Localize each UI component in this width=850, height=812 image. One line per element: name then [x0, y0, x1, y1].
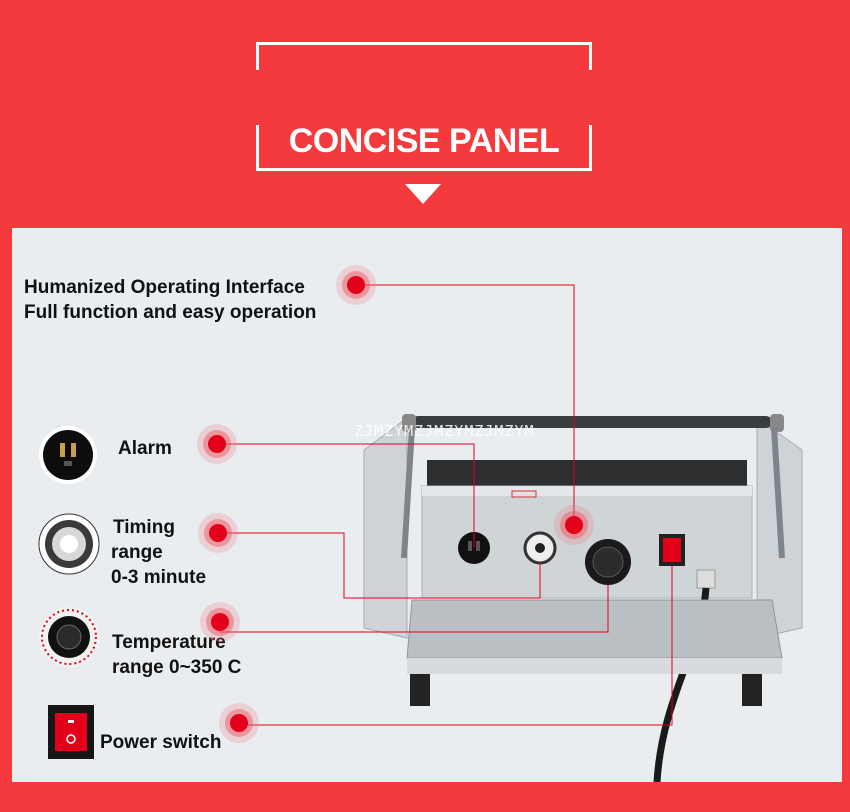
alarm-socket-icon	[39, 426, 97, 484]
temperature-knob-icon	[39, 607, 99, 667]
machine-illustration	[218, 284, 803, 782]
callout-dot-power	[230, 714, 248, 732]
callout-dot-panel	[565, 516, 583, 534]
header-frame-top	[256, 42, 592, 70]
temperature-range: range 0~350 C	[112, 657, 242, 678]
power-switch-label: Power switch	[100, 732, 222, 753]
watermark: ZJMZYMZJMZYMZJMZYM	[354, 422, 535, 440]
timing-range-label: range	[111, 542, 163, 563]
interface-subtitle: Full function and easy operation	[24, 302, 317, 323]
power-switch-icon	[48, 705, 94, 759]
timer-knob-icon	[38, 513, 100, 575]
timing-title: Timing	[113, 517, 175, 538]
alarm-label: Alarm	[118, 438, 172, 459]
temperature-title: Temperature	[112, 632, 226, 653]
callout-dot-temperature	[211, 613, 229, 631]
down-arrow-icon	[405, 184, 441, 204]
timing-range-value: 0-3 minute	[111, 567, 207, 588]
product-panel: ZJMZYMZJMZYMZJMZYM Humanized Operating I…	[12, 228, 842, 782]
callout-dot-timing	[209, 524, 227, 542]
callout-dot-alarm	[208, 435, 226, 453]
callout-dot-interface	[347, 276, 365, 294]
bottom-strip	[0, 782, 850, 812]
header-frame-bottom	[256, 125, 592, 171]
page-title: CONCISE PANEL	[288, 122, 560, 160]
interface-title: Humanized Operating Interface	[24, 277, 305, 298]
